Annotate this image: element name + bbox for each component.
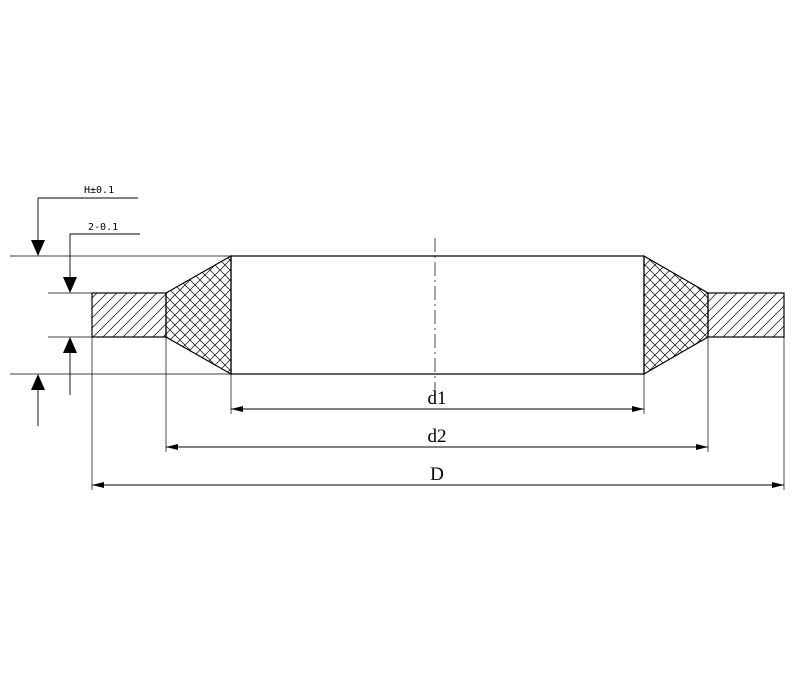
ring-bottom-arrow [63,337,77,395]
ring-tolerance-label: 2-0.1 [88,222,118,233]
sealing-element-left [165,254,232,376]
outer-ring-right [707,292,785,338]
ring-tolerance-leader [63,233,140,293]
diameter-extension-lines [91,337,785,490]
sealing-element-right [643,254,709,376]
outer-ring-left [91,292,167,338]
height-tolerance-label: H±0.1 [84,185,114,196]
d2-label: d2 [428,426,447,447]
d1-label: d1 [428,388,447,409]
height-bottom-arrow [31,374,45,426]
inner-body [230,255,645,375]
height-tolerance-leader [31,197,138,256]
D-label: D [430,464,444,485]
